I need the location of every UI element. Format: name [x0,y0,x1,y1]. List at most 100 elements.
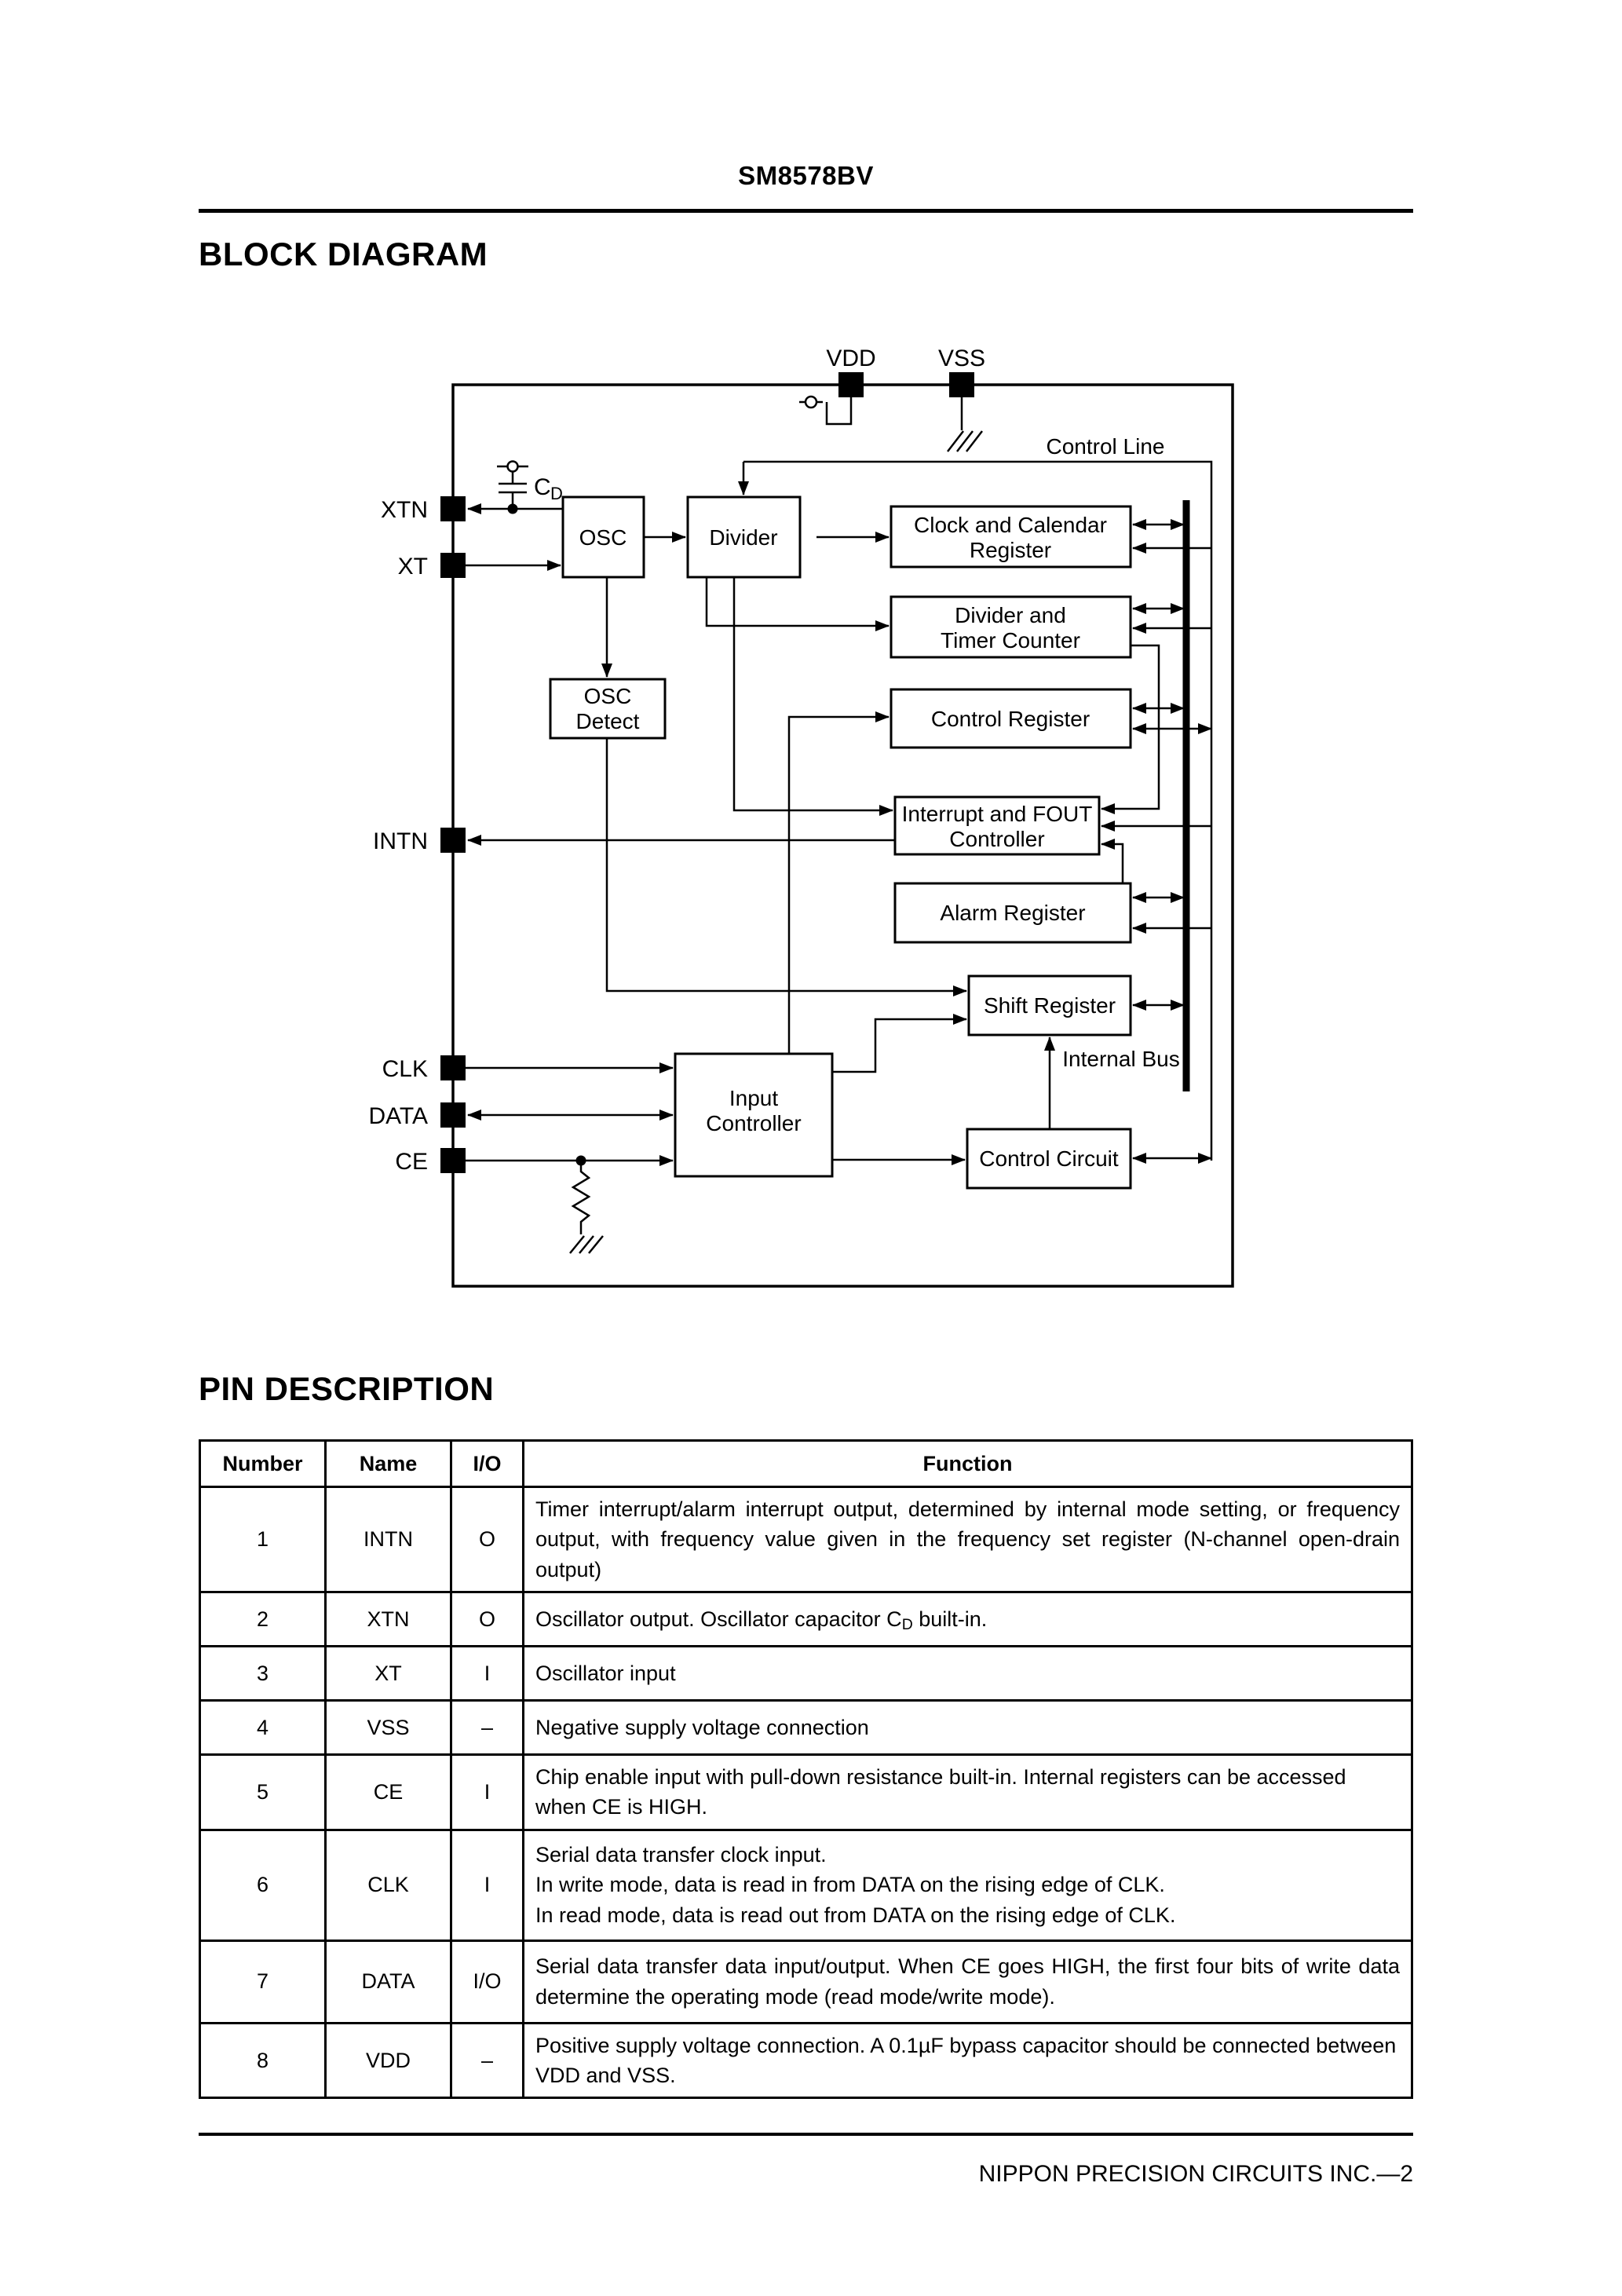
pin-xt-label: XT [398,554,428,579]
wire-divider-to-interrupt [732,577,893,816]
control-line-label: Control Line [1047,434,1165,459]
pin-data-label: DATA [368,1103,428,1129]
pin-clk-label: CLK [382,1056,428,1082]
cell-io: I/O [450,1939,524,2024]
page-title: SM8578BV [738,161,874,190]
wire-alarm-to-interrupt [1101,839,1124,883]
block-diagram-heading: BLOCK DIAGRAM [199,236,488,272]
wire-oscdetect-to-shiftregister [605,738,967,996]
clock-calendar-register-box [890,505,1132,569]
pin-vdd-label: VDD [826,345,875,371]
divider-timer-counter-box [890,595,1132,659]
ce-pulldown-resistor [571,1161,591,1234]
diagram-wires [466,395,1212,1254]
table-row: 7 DATA I/O Serial data transfer data inp… [199,1939,1413,2024]
interrupt-fout-label-1: Interrupt and FOUT [902,802,1093,826]
col-header-name: Name [324,1439,452,1488]
function-text: built-in. [912,1607,988,1631]
divider-label: Divider [709,525,777,550]
pin-intn-label: INTN [373,828,428,854]
table-row: 3 XT I Oscillator input [199,1644,1413,1702]
cell-function: Serial data transfer data input/output. … [522,1939,1413,2024]
table-row: 2 XTN O Oscillator output. Oscillator ca… [199,1590,1413,1647]
shift-register-label: Shift Register [984,993,1116,1018]
pin-xtn-pad [440,496,466,521]
cell-function: Negative supply voltage connection [522,1698,1413,1756]
input-controller-label-2: Controller [706,1111,801,1135]
wire-dividertimer-to-interrupt [1101,644,1160,814]
table-row: 1 INTN O Timer interrupt/alarm interrupt… [199,1486,1413,1593]
pin-description-table: Number Name I/O Function 1 INTN O Timer … [199,1439,1413,2100]
footer-rule [199,2133,1413,2136]
alarm-register-label: Alarm Register [940,901,1085,925]
clock-calendar-label-2: Register [970,538,1051,562]
cell-io: – [450,2021,524,2100]
cell-number: 1 [199,1486,327,1593]
cell-name: XT [324,1644,452,1702]
osc-detect-label-2: Detect [576,709,640,733]
cell-function: Oscillator output. Oscillator capacitor … [522,1590,1413,1647]
diagram-labels: XTN XT INTN CLK DATA CE VDD VSS Control … [368,345,1179,1175]
cd-capacitor [497,465,528,509]
input-controller-label-1: Input [729,1086,778,1110]
col-header-io: I/O [450,1439,524,1488]
col-header-function: Function [522,1439,1413,1488]
col-header-number: Number [199,1439,327,1488]
table-row: 5 CE I Chip enable input with pull-down … [199,1753,1413,1831]
control-register-label: Control Register [931,707,1090,731]
cell-function: Oscillator input [522,1644,1413,1702]
control-register-box [890,688,1132,749]
cell-number: 6 [199,1828,327,1942]
cell-io: I [450,1753,524,1831]
divider-timer-label-2: Timer Counter [941,628,1080,653]
cell-io: O [450,1486,524,1593]
pin-ce-pad [440,1148,466,1173]
pin-clk-pad [440,1055,466,1080]
interrupt-fout-label-2: Controller [949,827,1044,851]
wire-divider-to-dividertimer [705,577,890,631]
footer-text: NIPPON PRECISION CIRCUITS INC.—2 [978,2161,1413,2187]
pin-ce-label: CE [395,1149,428,1175]
header-rule [199,209,1413,213]
cell-function: Positive supply voltage connection. A 0.… [522,2021,1413,2100]
input-controller-box [674,1052,834,1178]
diagram-blocks: OSC Divider OSC Detect Clock and Calenda… [549,495,1132,1190]
alarm-register-box [893,882,1132,944]
shift-register-box [967,974,1132,1036]
function-text: Oscillator output. Oscillator capacitor … [535,1607,902,1631]
pin-vss-pad [949,372,974,397]
cd-capacitor-terminal [506,460,519,473]
pin-intn-pad [440,828,466,853]
cell-name: CE [324,1753,452,1831]
cell-function: Serial data transfer clock input. In wri… [522,1828,1413,1942]
cell-number: 5 [199,1753,327,1831]
control-circuit-box [966,1128,1132,1190]
table-header-row: Number Name I/O Function [199,1439,1413,1488]
cell-name: VSS [324,1698,452,1756]
subscript-d: D [901,1615,913,1633]
cell-number: 3 [199,1644,327,1702]
pin-data-pad [440,1102,466,1128]
divider-box [686,495,802,579]
control-circuit-label: Control Circuit [979,1146,1119,1171]
cd-capacitor-label: C [534,474,551,500]
diagram-pins [440,372,974,1173]
interrupt-fout-controller-box [893,795,1101,856]
ground-icon [947,430,983,452]
osc-detect-label-1: OSC [584,684,632,708]
cell-number: 7 [199,1939,327,2024]
cell-name: CLK [324,1828,452,1942]
internal-bus-label: Internal Bus [1062,1047,1179,1071]
vdd-terminal-circle [804,395,818,409]
pin-xt-pad [440,553,466,578]
osc-detect-box [549,678,667,740]
cell-name: DATA [324,1939,452,2024]
cell-function: Chip enable input with pull-down resista… [522,1753,1413,1831]
cd-capacitor-label-sub: D [550,484,563,503]
wire-inputcontroller-to-shiftregister [832,1014,967,1073]
osc-box [561,495,645,579]
cell-io: I [450,1644,524,1702]
table-row: 4 VSS – Negative supply voltage connecti… [199,1698,1413,1756]
divider-timer-label-1: Divider and [955,603,1066,627]
